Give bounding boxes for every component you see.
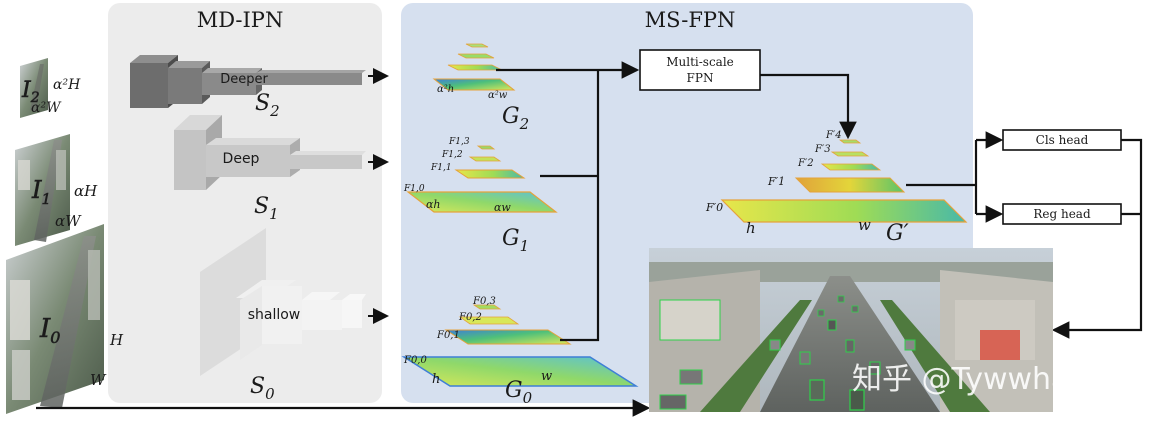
md-ipn-s0-block: shallow S0 — [200, 228, 366, 403]
gprime-level-0: F′0 — [705, 201, 723, 214]
g1-level-0: F1,0 — [403, 184, 425, 194]
input-image-i0: I0 H W — [6, 224, 124, 414]
gprime-level-4: F′4 — [825, 130, 842, 141]
g0-level-0: F0,0 — [403, 355, 427, 366]
fpn-box-line1: Multi-scale — [666, 55, 734, 69]
input-i0-width: W — [90, 371, 107, 389]
connector-heads-output — [1051, 138, 1143, 339]
g0-name: G0 — [505, 378, 533, 407]
input-i2-height: α²H — [53, 77, 81, 93]
g1-level-2: F1,2 — [441, 150, 463, 160]
input-image-i1: I1 αH αW — [15, 134, 98, 246]
s0-name: S0 — [250, 374, 275, 403]
input-i1-height: αH — [74, 182, 98, 200]
g1-feature-pyramid: F1,3 F1,2 F1,1 F1,0 αh αw G1 — [403, 137, 558, 255]
gprime-w-label: w — [858, 216, 871, 234]
connector-g0-merge — [560, 70, 600, 342]
g2-w-label: α²w — [488, 90, 508, 101]
g1-h-label: αh — [426, 198, 441, 211]
input-i0-label: I0 — [39, 314, 60, 347]
cls-head-box: Cls head — [1002, 129, 1122, 151]
gprime-level-2: F′2 — [797, 158, 814, 169]
g2-h-label: α²h — [437, 84, 454, 95]
g1-level-1: F1,1 — [430, 163, 452, 173]
s2-block-label: Deeper — [220, 72, 268, 87]
fpn-box-line2: FPN — [687, 71, 714, 85]
md-ipn-s2-block: Deeper S2 — [130, 55, 366, 120]
s1-block-label: Deep — [223, 151, 260, 167]
gprime-name: G′ — [886, 221, 909, 246]
input-i0-height: H — [109, 331, 124, 349]
input-i1-label: I1 — [31, 176, 51, 208]
gprime-level-1: F′1 — [767, 175, 785, 188]
g1-w-label: αw — [494, 201, 511, 214]
g0-feature-pyramid: F0,3 F0,2 F0,1 F0,0 h w G0 — [401, 296, 639, 407]
input-i1-width: αW — [55, 212, 82, 230]
reg-head-box: Reg head — [1002, 203, 1122, 225]
s0-block-label: shallow — [248, 307, 301, 323]
reg-head-label: Reg head — [1033, 207, 1091, 221]
gprime-level-3: F′3 — [814, 144, 831, 155]
s2-name: S2 — [255, 91, 280, 120]
g0-level-1: F0,1 — [436, 330, 460, 341]
g2-name: G2 — [502, 104, 529, 133]
input-i2-width: α²W — [31, 100, 62, 116]
g0-level-2: F0,2 — [458, 312, 482, 323]
s1-name: S1 — [254, 194, 279, 223]
g0-w-label: w — [541, 369, 552, 384]
g1-level-3: F1,3 — [448, 137, 470, 147]
input-image-i2: I2 α²H α²W — [20, 58, 81, 118]
g0-level-3: F0,3 — [472, 296, 496, 307]
md-ipn-s1-block: Deep S1 — [174, 115, 366, 223]
multiscale-fpn-box: Multi-scale FPN — [639, 49, 761, 91]
gprime-feature-pyramid: F′4 F′3 F′2 F′1 F′0 h w G′ — [705, 130, 968, 246]
input-i2-label: I2 — [21, 78, 40, 106]
g2-feature-pyramid: α²h α²w G2 — [432, 43, 529, 133]
gprime-h-label: h — [746, 219, 756, 237]
arrow-fpn-to-gprime — [760, 73, 857, 140]
cls-head-label: Cls head — [1036, 133, 1089, 147]
watermark-text: 知乎 @Tywwhale — [852, 362, 1096, 397]
g0-h-label: h — [432, 372, 440, 387]
output-detection-image: 知乎 @Tywwhale — [649, 248, 1096, 412]
g1-name: G1 — [502, 226, 529, 255]
md-ipn-title: MD-IPN — [197, 8, 284, 32]
ms-fpn-title: MS-FPN — [645, 8, 736, 32]
